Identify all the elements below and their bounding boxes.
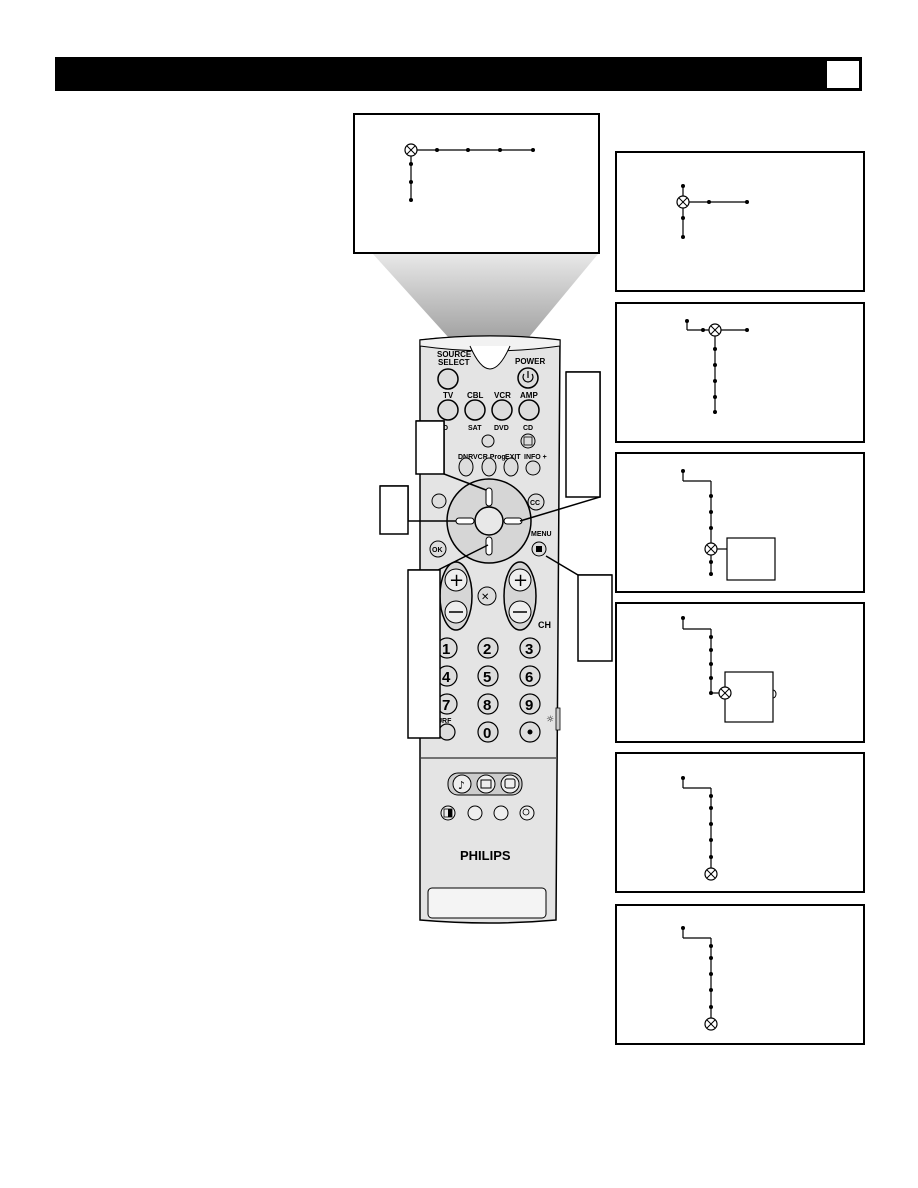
amp-button[interactable] — [518, 399, 540, 421]
volume-up-button[interactable] — [444, 568, 468, 592]
sat-sub-label: SAT — [468, 425, 482, 432]
svg-text:3: 3 — [525, 641, 533, 658]
cc-button[interactable] — [527, 493, 545, 511]
screen-step-6 — [615, 904, 865, 1045]
cd-sub-label: CD — [523, 425, 533, 432]
number-keypad: 1 2 3 4 5 6 7 8 9 0 URF — [436, 637, 541, 743]
amp-label: AMP — [520, 391, 538, 400]
power-label: POWER — [515, 357, 545, 366]
multi-view-button[interactable] — [493, 805, 509, 821]
digit-5-button[interactable] — [477, 665, 499, 687]
source-select-label-2: SELECT — [438, 358, 470, 367]
speaker-button[interactable] — [481, 434, 495, 448]
exit-button[interactable] — [503, 457, 519, 477]
channel-up-button[interactable] — [508, 568, 532, 592]
svg-text:+: + — [513, 570, 528, 591]
brand-logo-text: PHILIPS — [460, 848, 511, 863]
format-button[interactable] — [520, 433, 536, 449]
skip-button[interactable] — [431, 493, 447, 509]
digit-9-button[interactable] — [519, 693, 541, 715]
remote-battery-panel — [427, 887, 547, 919]
page-number-box — [826, 60, 860, 89]
callouts — [379, 371, 613, 739]
svg-text:7: 7 — [442, 697, 450, 714]
screen-step-4 — [615, 602, 865, 743]
svg-text:0: 0 — [483, 725, 491, 742]
swap-button[interactable] — [467, 805, 483, 821]
surf-label: URF — [437, 718, 452, 725]
music-icon: ♪ — [458, 779, 465, 792]
cursor-right-button[interactable] — [503, 517, 523, 525]
cbl-label: CBL — [467, 391, 484, 400]
zoom-button[interactable] — [519, 805, 535, 821]
svg-text:+: + — [449, 570, 464, 591]
ir-beam — [373, 254, 598, 348]
ok-label: OK — [432, 547, 443, 554]
source-select-button[interactable] — [437, 368, 459, 390]
ch-label: CH — [538, 620, 551, 630]
header-bar — [55, 57, 862, 91]
svg-text:6: 6 — [525, 669, 533, 686]
info-label: INFO + — [524, 454, 547, 461]
cc-label: CC — [530, 500, 540, 507]
tv-button[interactable] — [437, 399, 459, 421]
dnr-label: DNR — [458, 454, 473, 461]
screen-main-menu — [353, 113, 600, 254]
mute-button[interactable] — [477, 586, 497, 606]
digit-6-button[interactable] — [519, 665, 541, 687]
exit-label: EXIT — [505, 454, 521, 461]
light-icon: ☼ — [546, 715, 554, 725]
picture-button[interactable] — [476, 774, 496, 794]
dvd-sub-label: D — [443, 425, 448, 432]
digit-8-button[interactable] — [477, 693, 499, 715]
svg-text:8: 8 — [483, 697, 491, 714]
info-button[interactable] — [525, 460, 541, 476]
digit-0-button[interactable] — [477, 721, 499, 743]
svg-text:9: 9 — [525, 697, 533, 714]
vcr-button[interactable] — [491, 399, 513, 421]
svg-text:2: 2 — [483, 641, 491, 658]
screen-step-5 — [615, 752, 865, 893]
cursor-up-button[interactable] — [485, 487, 493, 507]
tv-label: TV — [443, 391, 454, 400]
svg-text:1: 1 — [442, 641, 450, 658]
vcr-label: VCR — [494, 391, 511, 400]
ok-button[interactable] — [429, 540, 447, 558]
digit-2-button[interactable] — [477, 637, 499, 659]
cbl-button[interactable] — [464, 399, 486, 421]
music-button[interactable] — [452, 774, 472, 794]
screen-step-3 — [615, 452, 865, 593]
surf-button[interactable] — [438, 723, 456, 741]
vcr-prog-button[interactable] — [481, 457, 497, 477]
screen-step-2 — [615, 302, 865, 443]
screen-step-1 — [615, 151, 865, 292]
menu-label: MENU — [531, 531, 552, 538]
source-select-label-1: SOURCE — [437, 350, 472, 359]
dnr-button[interactable] — [458, 457, 474, 477]
digit-3-button[interactable] — [519, 637, 541, 659]
svg-text:5: 5 — [483, 669, 491, 686]
svg-text:4: 4 — [442, 669, 451, 686]
nav-ok-center[interactable] — [474, 506, 504, 536]
svg-text:✕: ✕ — [481, 592, 489, 603]
vcr-prog-label: VCR Prog. — [473, 454, 508, 461]
tv-screen-button[interactable] — [500, 774, 520, 794]
dvd-sub-label-2: DVD — [494, 425, 509, 432]
media-buttons: ♪ — [440, 772, 535, 821]
cursor-left-button[interactable] — [455, 517, 475, 525]
